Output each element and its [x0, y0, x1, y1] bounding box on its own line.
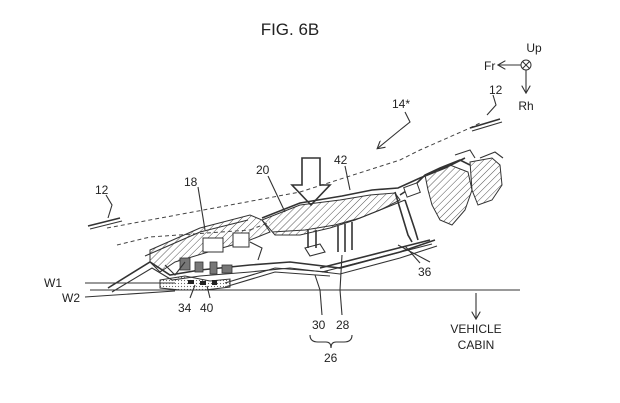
label-12-left: 12	[95, 183, 109, 197]
part-42-panel	[261, 192, 401, 236]
bracket-26	[309, 334, 353, 349]
orientation-indicator: Up Fr Rh	[484, 41, 542, 113]
orientation-right-label: Rh	[518, 99, 533, 113]
label-cabin-line1: VEHICLE	[450, 322, 501, 336]
part-30-support	[224, 271, 331, 288]
label-w2: W2	[62, 291, 80, 305]
part-36-plate	[319, 239, 431, 269]
label-34: 34	[178, 301, 192, 315]
impact-arrow-icon	[290, 157, 332, 207]
front-bracket-assembly	[394, 149, 504, 243]
label-40: 40	[200, 301, 214, 315]
part-12-left	[87, 217, 121, 227]
figure-title: FIG. 6B	[261, 20, 320, 39]
orientation-front-label: Fr	[484, 59, 495, 73]
label-w1: W1	[44, 276, 62, 290]
label-42: 42	[334, 153, 348, 167]
label-12-right: 12	[489, 83, 503, 97]
part-12-right	[469, 118, 501, 129]
label-30: 30	[312, 318, 326, 332]
label-20: 20	[256, 163, 270, 177]
orientation-up-label: Up	[526, 41, 542, 55]
label-26: 26	[324, 351, 338, 365]
label-18: 18	[184, 175, 198, 189]
label-cabin-line2: CABIN	[458, 338, 495, 352]
label-36: 36	[418, 265, 432, 279]
label-14: 14*	[392, 97, 410, 111]
label-28: 28	[336, 318, 350, 332]
w2-line	[84, 290, 176, 298]
latch-mechanism	[159, 232, 263, 291]
